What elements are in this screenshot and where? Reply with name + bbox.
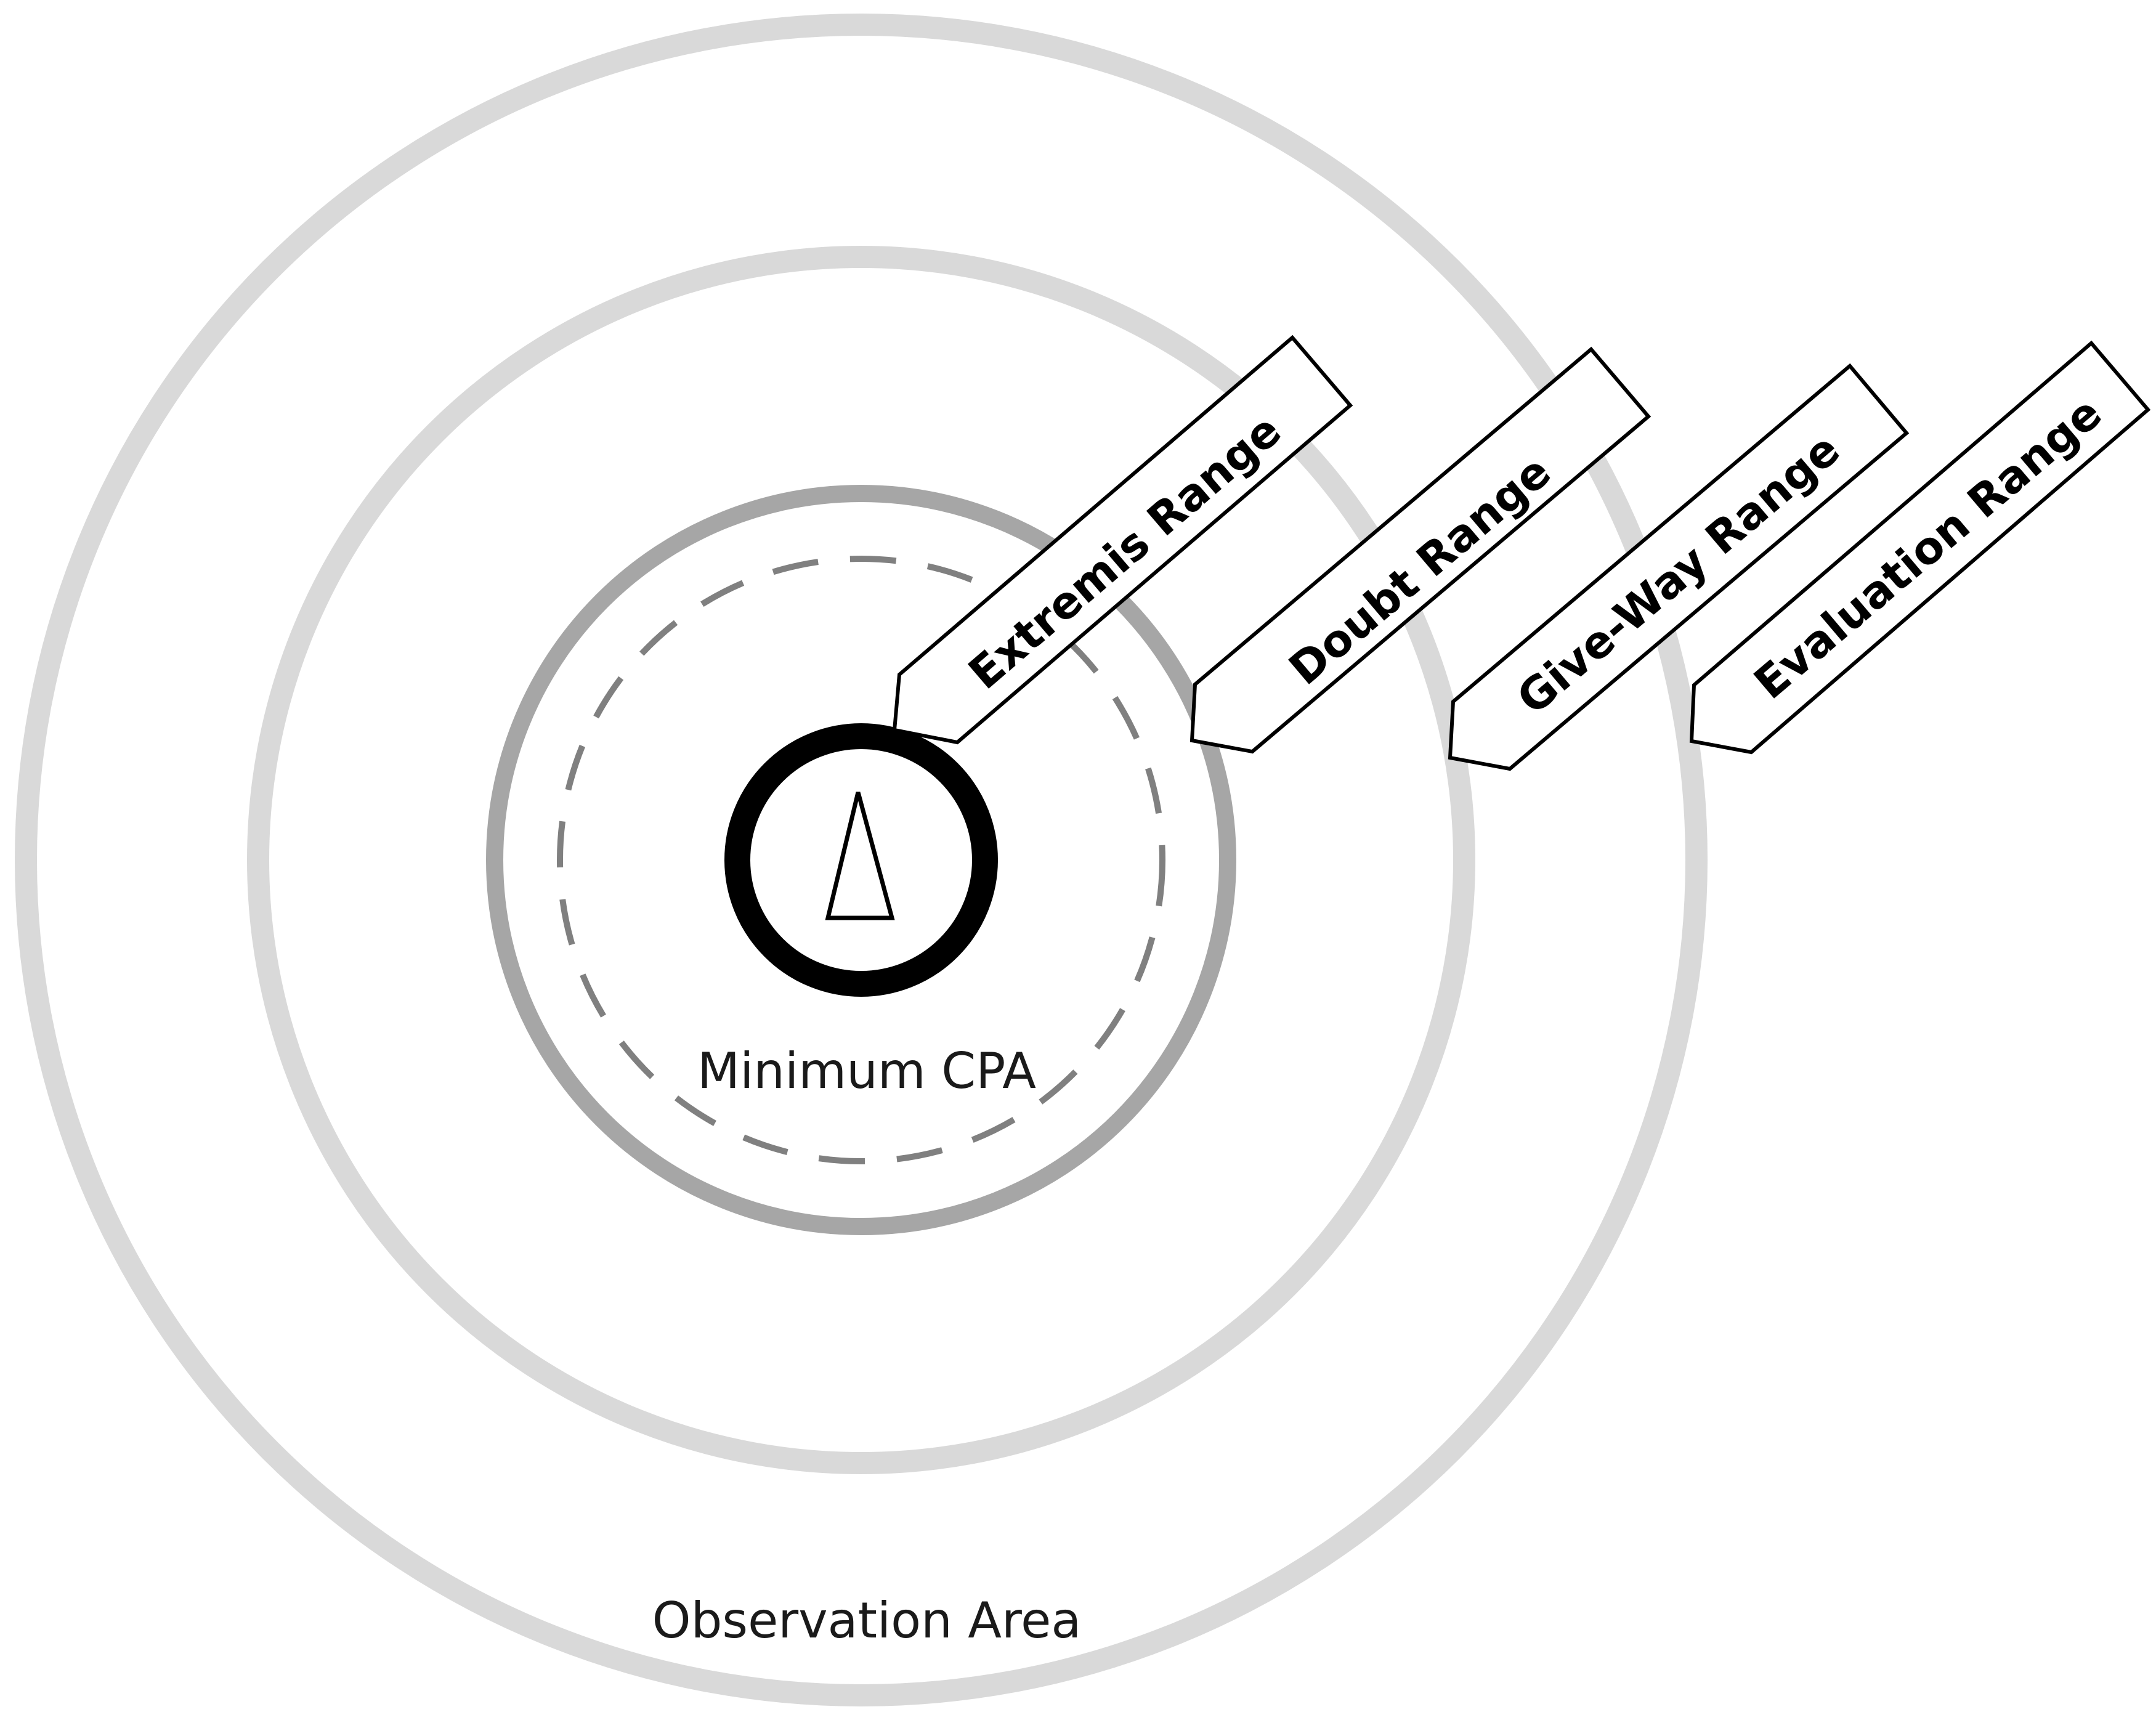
doubt-range-callout-shape <box>1189 346 1651 754</box>
evaluation-range-callout-shape <box>1689 340 2151 755</box>
observation-area-ring <box>15 14 1708 1706</box>
extremis-range-callout-shape <box>892 335 1353 745</box>
give-way-range-ring <box>247 246 1475 1474</box>
vessel-triangle-icon <box>825 792 895 920</box>
doubt-range-ring <box>486 485 1236 1235</box>
minimum-cpa-ring <box>557 556 1165 1164</box>
minimum-cpa-label: Minimum CPA <box>697 1042 1036 1100</box>
give-way-range-callout-shape <box>1448 363 1910 771</box>
observation-area-label: Observation Area <box>652 1592 1082 1649</box>
